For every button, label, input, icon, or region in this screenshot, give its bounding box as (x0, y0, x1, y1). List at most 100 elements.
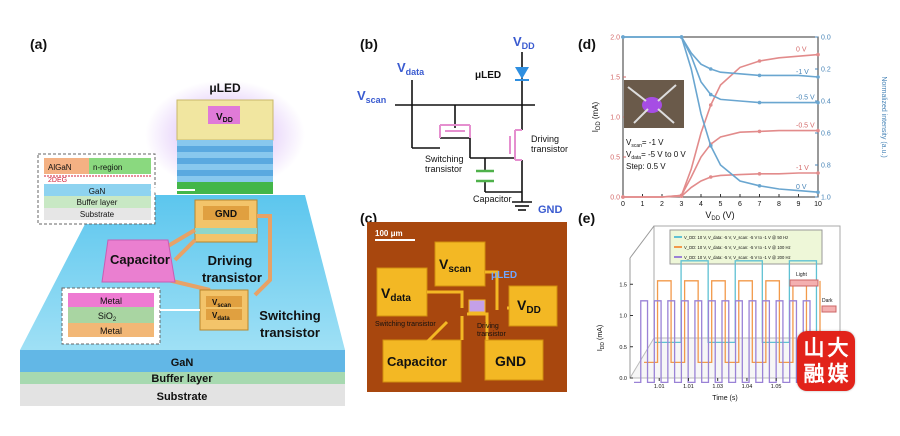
schematic-uled-diode-icon (515, 67, 529, 79)
inset-metal-top (68, 293, 154, 307)
chart-d-series-point (679, 35, 684, 39)
schematic-gnd-label: GND (538, 204, 563, 216)
schematic-capacitor-label: Capacitor (473, 194, 512, 204)
pad-vscan (434, 241, 486, 287)
svg-text:SiO2: SiO2 (98, 311, 117, 323)
base-substrate-label: Substrate (157, 391, 208, 403)
inset-metal-bottom-label: Metal (100, 326, 122, 336)
chart-e-series-50hz (654, 260, 830, 344)
schematic-uled-label: μLED (475, 70, 501, 81)
chart-d-curve-label: -0.5 V (796, 95, 815, 102)
chart-d-ytick-label: 1.5 (610, 75, 620, 82)
chart-e-ytick-label: 1.5 (619, 282, 627, 288)
chart-d-series-point (816, 128, 820, 133)
inset-buffer-label: Buffer layer (77, 198, 118, 207)
panel-e-label: (e) (578, 210, 596, 226)
logo-char-2: 大 (827, 336, 849, 360)
chart-e-series-200hz (634, 300, 811, 384)
capacitor-plate (101, 239, 176, 283)
micrograph-traces (425, 270, 509, 344)
schematic-switching-label-1: Switching (425, 154, 464, 164)
chart-e-legend-100hz: V_DD: 10 V, V_data: -5 V, V_scan: -5 V t… (684, 245, 791, 250)
chart-e-ytick-label: 1.0 (619, 314, 627, 320)
chart-e-xtick-label: 1.01 (683, 384, 694, 390)
inset-algan (44, 158, 89, 174)
schematic-vdata-sub: data (406, 67, 426, 77)
buffer-layer (20, 372, 345, 384)
chart-d-ylabel-unit: (mA) (591, 101, 600, 121)
chart-e-dark-bar (821, 305, 837, 313)
chart-d-series-point (757, 172, 762, 176)
chart-d-xlabel: V (705, 210, 711, 220)
inset-nregion-label: n-region (93, 163, 122, 172)
svg-text:IDD (mA): IDD (mA) (591, 101, 602, 132)
svg-text:VDD: VDD (517, 297, 541, 316)
inset-sio2-sub: 2 (113, 317, 117, 323)
panel-a-label: (a) (30, 36, 48, 52)
chart-e-xtick-label: 1.03 (712, 384, 723, 390)
chart-d-series-point (708, 67, 713, 71)
schematic-driving-label-2: transistor (531, 144, 568, 154)
chart-d-legend-vscan-value: = -1 V (642, 138, 664, 147)
chart-d-y2tick-label: 1.0 (821, 195, 831, 202)
schematic-vdata-text: V (397, 60, 406, 75)
pad-gnd (484, 339, 544, 381)
schematic-driving-transistor-icon (509, 129, 522, 161)
micrograph-vscan-text: V (439, 256, 449, 272)
svg-text:Vscan: Vscan (357, 88, 386, 105)
micrograph-switching-label: Switching transistor (375, 321, 436, 328)
chart-d-ytick-label: 0.0 (610, 195, 620, 202)
schematic-driving-label-1: Driving (531, 134, 559, 144)
chart-e-light-bar (789, 279, 819, 287)
inset-gan (44, 184, 151, 196)
micrograph-gnd-label: GND (495, 353, 526, 369)
svg-text:IDD (mA): IDD (mA) (597, 325, 606, 351)
svg-text:Vdata: Vdata (381, 285, 411, 304)
uled-title: μLED (209, 81, 241, 95)
chart-e-xtick-label: 1.05 (771, 384, 782, 390)
chart-e-series-100hz (644, 280, 821, 364)
chart-d-series-point (816, 100, 820, 105)
chart-d-xtick-label: 5 (719, 201, 723, 208)
chart-d-legend-step: Step: 0.5 V (626, 162, 666, 171)
chart-d-curve-label: -1 V (796, 165, 809, 172)
driving-label-1: Driving (208, 253, 253, 268)
chart-d-y2tick-label: 0.4 (821, 99, 831, 106)
chart-d-legend-vdata: V (626, 150, 632, 159)
inset-algan-label: AlGaN (48, 163, 72, 172)
panel-a-device-illustration: GaN Buffer layer Substrate μLED VDD AlGa… (20, 80, 345, 406)
chart-d-series-point (708, 144, 713, 148)
chart-d-ylabel-sub: DD (596, 121, 602, 130)
logo-char-3: 融 (803, 362, 825, 386)
uled-vdd-pad (208, 106, 240, 124)
svg-text:Vscan= -1 V: Vscan= -1 V (626, 138, 664, 149)
svg-text:Vscan: Vscan (212, 298, 231, 309)
uled-mesa (468, 299, 486, 313)
chart-e-legend-box (669, 229, 823, 265)
chart-e-xtick-label: 1.04 (742, 384, 753, 390)
base-buffer-label: Buffer layer (151, 373, 213, 385)
micrograph-uled-label: μLED (491, 270, 517, 281)
schematic-vdd-text: V (513, 34, 522, 49)
chart-d-legend-vscan: V (626, 138, 632, 147)
chart-d-curve-label: 0 V (796, 47, 807, 54)
switch-vdata-text: V (212, 311, 218, 320)
interconnect-lines (166, 214, 272, 297)
gnd-label: GND (215, 209, 237, 220)
inset-substrate-label: Substrate (80, 210, 115, 219)
chart-d-y2tick-label: 0.2 (821, 67, 831, 74)
panel-b-circuit-schematic: VDD Vdata Vscan GND μLED Switching trans… (357, 34, 568, 216)
svg-text:VDD (V): VDD (V) (705, 210, 734, 222)
svg-text:Vdata: Vdata (397, 60, 425, 77)
chart-d-xtick-label: 9 (797, 201, 801, 208)
panel-b-label: (b) (360, 36, 378, 52)
chart-d-series-point (757, 59, 762, 63)
chart-d-xtick-label: 10 (814, 201, 822, 208)
chart-d-y2tick-label: 0.8 (821, 163, 831, 170)
chart-d-curve-label: 0 V (796, 184, 807, 191)
schematic-switching-transistor-icon (439, 124, 471, 138)
chart-d-series-point (708, 103, 713, 107)
chart-d-series-point (679, 194, 684, 198)
chart-e-dark-label: Dark (822, 298, 833, 304)
